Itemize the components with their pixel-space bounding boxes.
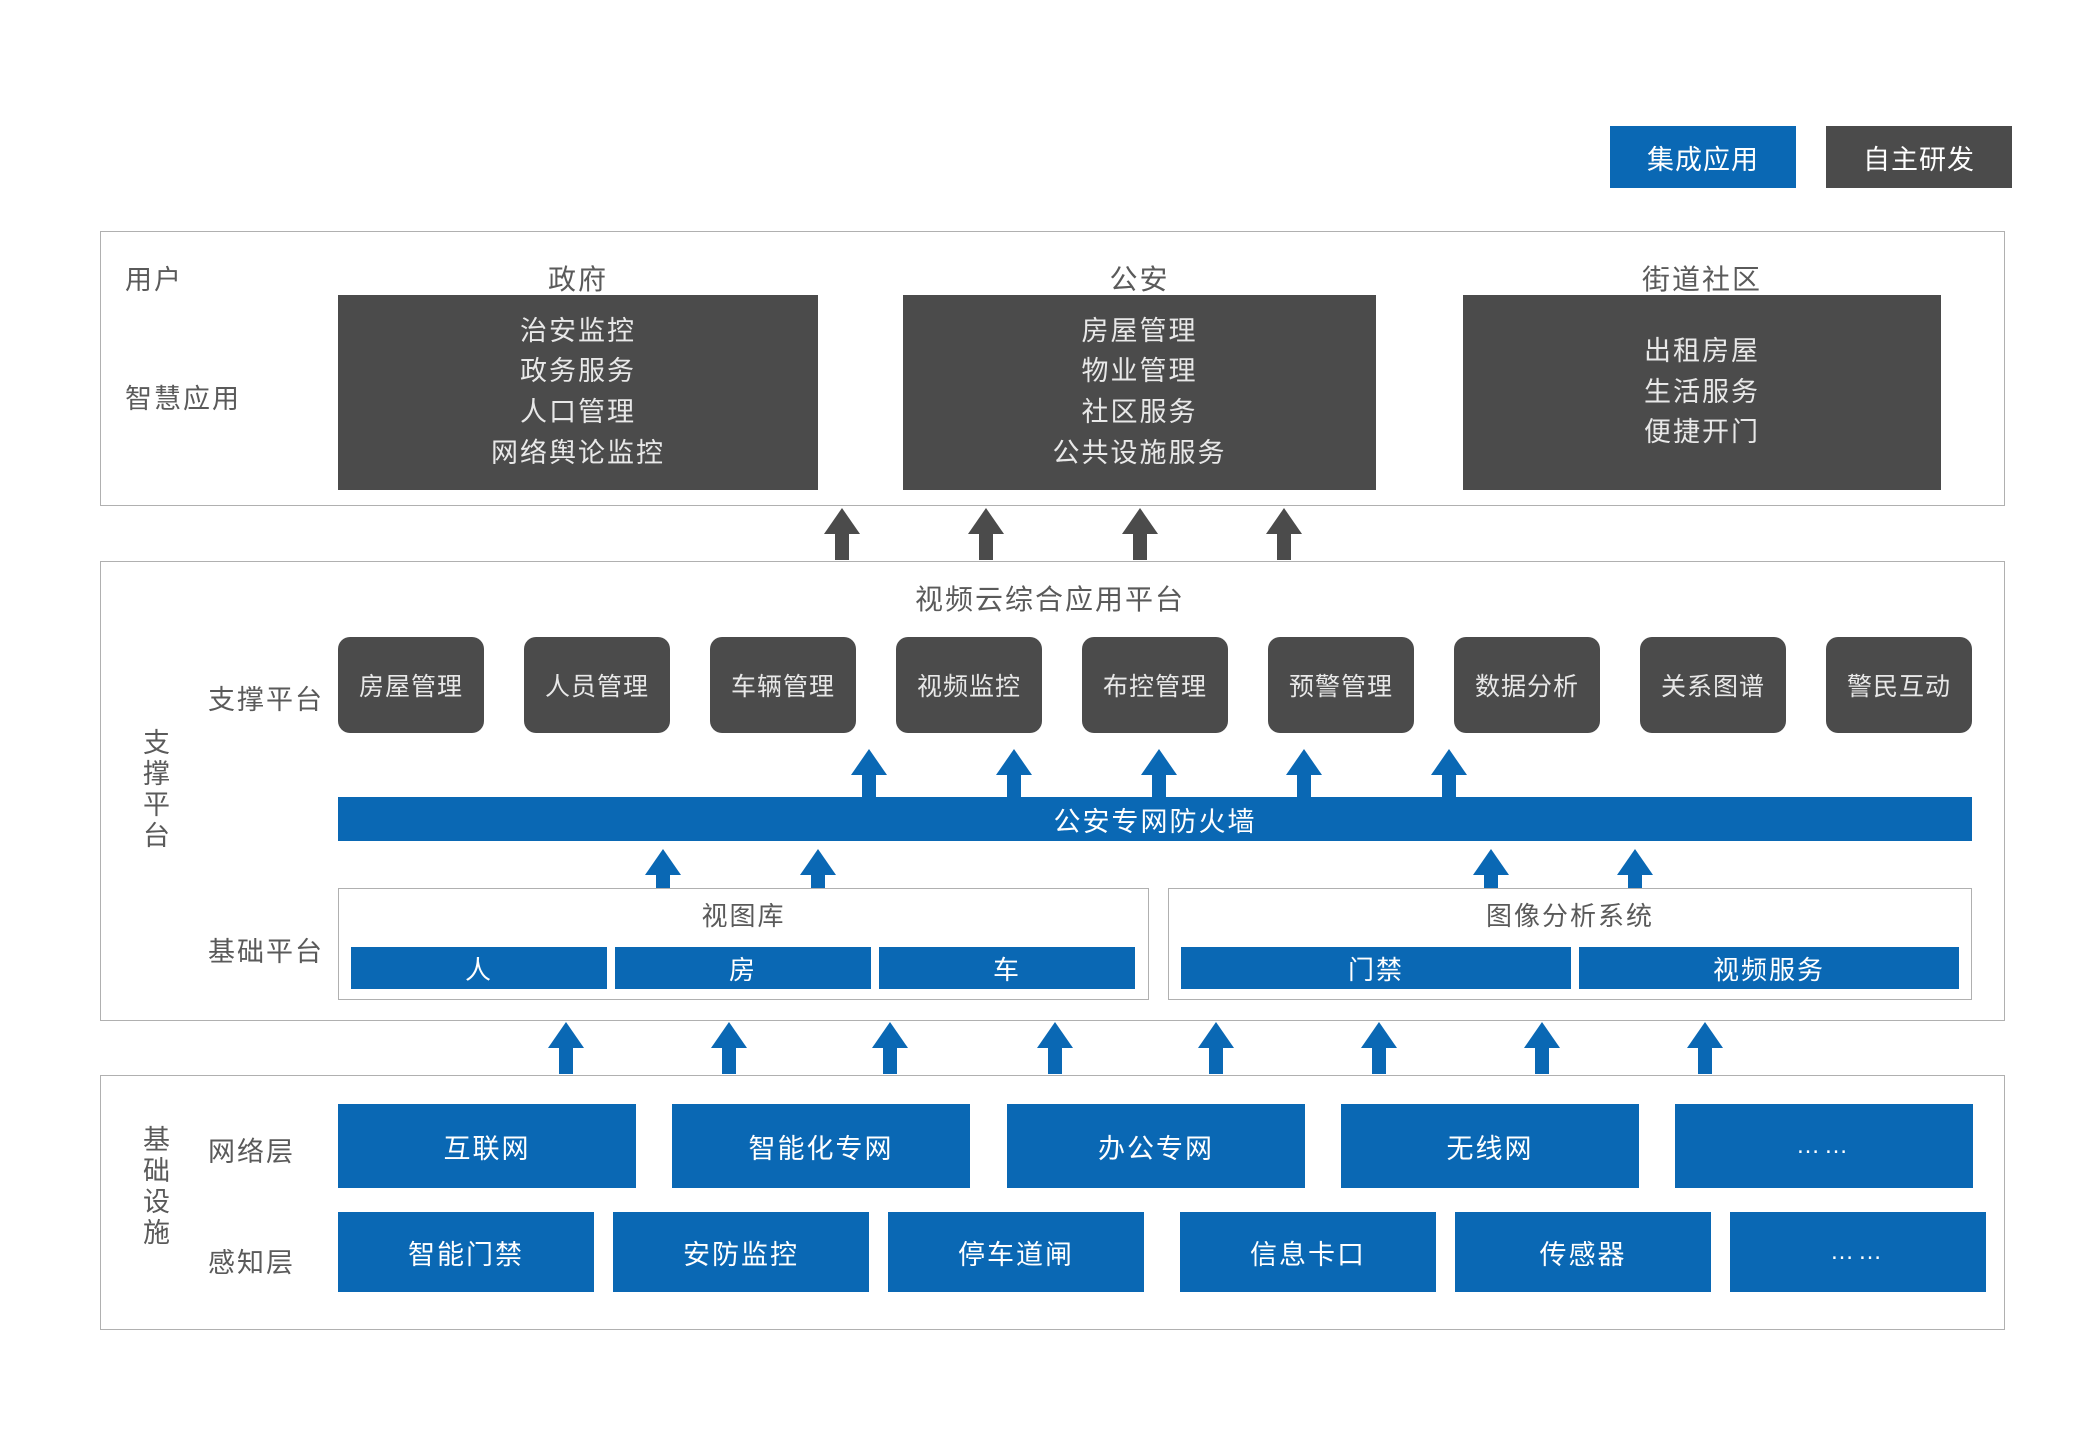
arrow-up-dark-1	[824, 508, 860, 560]
row-label-user: 用户	[125, 265, 183, 295]
network-box-wireless-network[interactable]: 无线网	[1341, 1104, 1639, 1188]
arrow-up-blue-infra-7	[1524, 1022, 1560, 1074]
section-label-infrastructure: 基础设施	[139, 1125, 169, 1249]
platform-tile-police-public-interaction[interactable]: 警民互动	[1826, 637, 1972, 733]
row-label-smart-application: 智慧应用	[125, 384, 241, 414]
app-item: 治安监控	[520, 315, 636, 346]
app-item: 公共设施服务	[1052, 437, 1227, 468]
arrow-up-blue-tile-4	[1286, 749, 1322, 801]
app-item: 生活服务	[1644, 376, 1760, 407]
row-label-network-layer: 网络层	[208, 1137, 295, 1167]
legend-self-developed: 自主研发	[1826, 126, 2012, 188]
perception-box-security-surveillance[interactable]: 安防监控	[613, 1212, 869, 1292]
app-item: 出租房屋	[1644, 336, 1760, 367]
arrow-up-dark-3	[1122, 508, 1158, 560]
firewall-bar: 公安专网防火墙	[338, 797, 1972, 841]
platform-tile-data-analysis[interactable]: 数据分析	[1454, 637, 1600, 733]
legend-integrated-application: 集成应用	[1610, 126, 1796, 188]
arrow-up-blue-infra-5	[1198, 1022, 1234, 1074]
app-column-title-public-security: 公安	[1109, 264, 1170, 295]
base-group-title-view-library: 视图库	[701, 901, 786, 931]
platform-tile-housing-management[interactable]: 房屋管理	[338, 637, 484, 733]
base-chip-house[interactable]: 房	[615, 947, 871, 989]
platform-tile-personnel-management[interactable]: 人员管理	[524, 637, 670, 733]
app-item: 物业管理	[1081, 356, 1198, 387]
base-group-title-image-analysis-system: 图像分析系统	[1485, 901, 1654, 931]
perception-box-smart-access-control[interactable]: 智能门禁	[338, 1212, 594, 1292]
perception-box-parking-barrier[interactable]: 停车道闸	[888, 1212, 1144, 1292]
arrow-up-blue-tile-1	[851, 749, 887, 801]
arrow-up-blue-infra-1	[548, 1022, 584, 1074]
app-column-title-street-community: 街道社区	[1641, 264, 1762, 295]
network-box-internet[interactable]: 互联网	[338, 1104, 636, 1188]
row-label-base-platform: 基础平台	[208, 937, 324, 967]
app-item: 网络舆论监控	[491, 437, 665, 468]
arrow-up-blue-tile-2	[996, 749, 1032, 801]
app-item: 便捷开门	[1644, 417, 1760, 448]
legend: 集成应用 自主研发	[1610, 126, 2012, 188]
network-box-more[interactable]: ……	[1675, 1104, 1973, 1188]
base-chip-vehicle[interactable]: 车	[879, 947, 1135, 989]
app-box-government: 治安监控 政务服务 人口管理 网络舆论监控	[338, 295, 818, 490]
app-item: 政务服务	[520, 356, 636, 387]
app-column-title-government: 政府	[547, 264, 608, 295]
section-label-support-platform: 支撑平台	[139, 728, 169, 852]
platform-tile-video-surveillance[interactable]: 视频监控	[896, 637, 1042, 733]
base-chip-video-service[interactable]: 视频服务	[1579, 947, 1959, 989]
arrow-up-dark-2	[968, 508, 1004, 560]
platform-tile-early-warning[interactable]: 预警管理	[1268, 637, 1414, 733]
app-item: 房屋管理	[1081, 315, 1198, 346]
app-box-public-security: 房屋管理 物业管理 社区服务 公共设施服务	[903, 295, 1376, 490]
platform-tile-relationship-graph[interactable]: 关系图谱	[1640, 637, 1786, 733]
arrow-up-blue-infra-8	[1687, 1022, 1723, 1074]
app-box-street-community: 出租房屋 生活服务 便捷开门	[1463, 295, 1941, 490]
app-item: 社区服务	[1081, 397, 1198, 427]
platform-tile-deployment-control[interactable]: 布控管理	[1082, 637, 1228, 733]
platform-tile-vehicle-management[interactable]: 车辆管理	[710, 637, 856, 733]
base-chip-access-control[interactable]: 门禁	[1181, 947, 1571, 989]
arrow-up-dark-4	[1266, 508, 1302, 560]
arrow-up-blue-tile-3	[1141, 749, 1177, 801]
network-box-office-private-network[interactable]: 办公专网	[1007, 1104, 1305, 1188]
row-label-support-platform: 支撑平台	[208, 685, 324, 715]
network-box-intelligent-private-network[interactable]: 智能化专网	[672, 1104, 970, 1188]
row-label-perception-layer: 感知层	[208, 1248, 295, 1278]
platform-title: 视频云综合应用平台	[914, 584, 1185, 615]
arrow-up-blue-base-3	[1473, 849, 1509, 901]
arrow-up-blue-infra-2	[711, 1022, 747, 1074]
perception-box-sensor[interactable]: 传感器	[1455, 1212, 1711, 1292]
arrow-up-blue-infra-6	[1361, 1022, 1397, 1074]
arrow-up-blue-tile-5	[1431, 749, 1467, 801]
app-item: 人口管理	[520, 397, 636, 427]
perception-box-more[interactable]: ……	[1730, 1212, 1986, 1292]
arrow-up-blue-infra-4	[1037, 1022, 1073, 1074]
perception-box-information-checkpoint[interactable]: 信息卡口	[1180, 1212, 1436, 1292]
base-chip-person[interactable]: 人	[351, 947, 607, 989]
arrow-up-blue-infra-3	[872, 1022, 908, 1074]
